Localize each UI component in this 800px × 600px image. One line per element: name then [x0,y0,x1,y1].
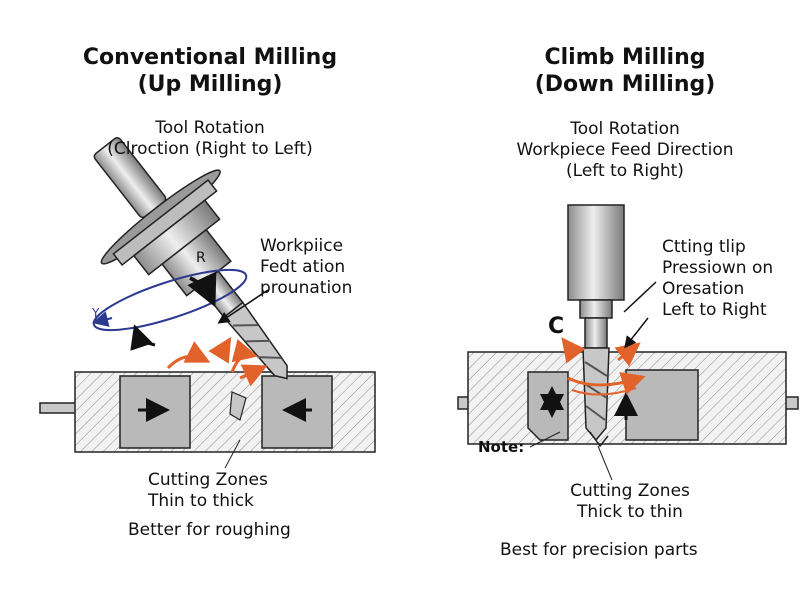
right-title-line2: (Down Milling) [534,72,716,97]
left-callout-line3: prounation [260,278,353,298]
left-title-line1: Conventional Milling [82,45,338,70]
left-callout-line2: Fedt ation [260,257,346,277]
rotation-label-y: Y [92,306,100,320]
left-vise-jaw-left [119,375,191,449]
left-callout: Workpiice Fedt ation prounation [260,236,352,299]
right-zones-line2: Thick to thin [577,502,683,522]
left-rotation-ring [92,268,248,332]
left-workpiece [39,371,376,453]
right-footer: Best for precision parts [500,540,698,560]
left-cutting-zones: Cutting Zones Thin to thick [148,470,268,512]
right-callout-line4: Left to Right [662,300,767,320]
right-zones-line1: Cutting Zones [570,481,690,501]
right-workpiece [457,351,799,445]
left-chip [229,391,247,421]
left-zones-line1: Cutting Zones [148,470,268,490]
right-cutting-zones: Cutting Zones Thick to thin [540,481,720,523]
left-vise-jaw-right [261,375,333,449]
right-callout-leader [624,317,649,349]
left-sub-line1: Tool Rotation [155,118,265,138]
rotation-label-r: R [196,250,206,266]
left-subtitle: Tool Rotation (Clroction (Right to Left) [55,118,365,160]
right-title-line1: Climb Milling [544,45,706,70]
right-callout-line3: Oresation [662,279,745,299]
left-title-line2: (Up Milling) [137,72,283,97]
left-zones-line2: Thin to thick [148,491,254,511]
right-chip [589,431,609,448]
left-feed-arrow-a [187,271,217,308]
left-chip-arrows [166,336,268,387]
right-callout-line2: Pressiown on [662,258,774,278]
note-leader [529,431,561,448]
right-vise-jaw-left [527,371,569,441]
left-sub-line2: (Clroction (Right to Left) [107,139,313,159]
left-footer: Better for roughing [128,520,291,540]
right-subtitle: Tool Rotation Workpiece Feed Direction (… [460,119,790,182]
right-zones-leader [597,445,613,481]
left-callout-leader [217,289,269,324]
right-sub-line3: (Left to Right) [566,161,684,181]
left-zones-leader [224,439,241,469]
right-title: Climb Milling (Down Milling) [460,44,790,98]
right-callout: Ctting tlip Pressiown on Oresation Left … [662,237,773,321]
right-sub-line2: Workpiece Feed Direction [516,140,734,160]
left-callout-line1: Workpiice [260,236,344,256]
note-label: Note: [478,438,525,456]
left-title: Conventional Milling (Up Milling) [40,44,380,98]
right-callout-leader-2 [623,281,657,313]
right-sub-line1: Tool Rotation [570,119,680,139]
left-rotation-arrow [130,324,156,351]
right-c-label: C [548,314,565,339]
right-callout-line1: Ctting tlip [662,237,746,257]
